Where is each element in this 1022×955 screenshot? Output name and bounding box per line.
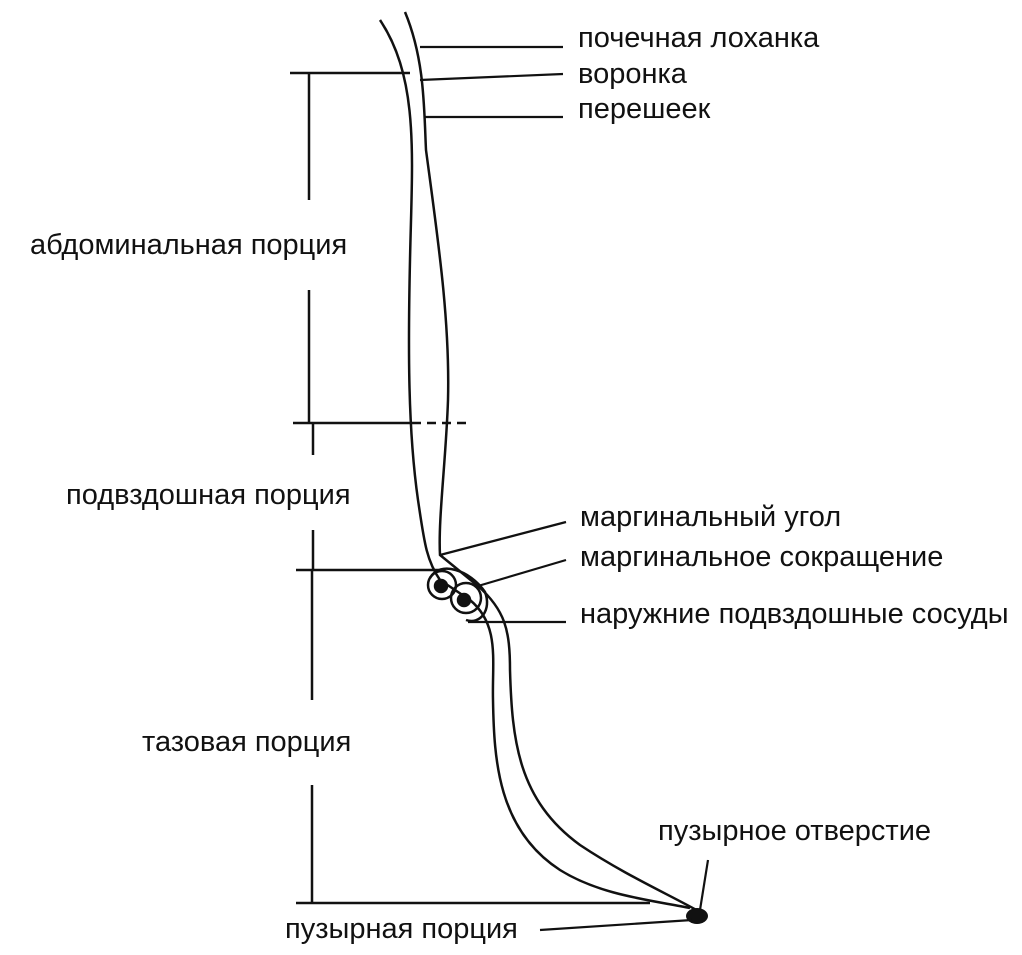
vesical-orifice-mark — [686, 908, 708, 924]
ureter-outline — [378, 11, 701, 914]
label-vesical-portion: пузырная порция — [285, 913, 518, 945]
labels: почечная лоханка воронка перешеек абдоми… — [30, 22, 1009, 945]
leader-marginal-angle — [439, 520, 567, 557]
orifice-dot-icon — [686, 908, 708, 924]
label-external-iliac-vessels: наружние подвздошные сосуды — [580, 598, 1009, 630]
label-isthmus: перешеек — [578, 93, 711, 125]
iliac-vessels — [426, 567, 489, 623]
leader-marginal-contraction — [477, 558, 567, 588]
vessel-outer-right — [449, 581, 483, 615]
label-vesical-orifice: пузырное отверстие — [658, 815, 931, 847]
vessel-inner-left — [433, 578, 449, 594]
vessel-envelope — [428, 567, 489, 623]
label-abdominal-portion: абдоминальная порция — [30, 229, 347, 261]
label-iliac-portion: подвздошная порция — [66, 479, 351, 511]
leader-lines — [419, 45, 710, 932]
label-marginal-angle: маргинальный угол — [580, 501, 841, 533]
label-renal-pelvis: почечная лоханка — [578, 22, 820, 54]
portion-brackets — [290, 71, 650, 905]
leader-vesical-portion — [539, 918, 693, 932]
ureter-right-wall — [403, 11, 701, 914]
label-pelvic-portion: тазовая порция — [142, 726, 351, 758]
ureter-left-wall — [378, 19, 691, 910]
label-funnel: воронка — [578, 58, 688, 90]
vessel-outer-left — [426, 569, 458, 601]
label-marginal-contraction: маргинальное сокращение — [580, 541, 943, 573]
vessel-inner-right — [456, 592, 472, 608]
leader-funnel — [419, 72, 564, 82]
leader-vesical-orifice — [698, 859, 710, 911]
